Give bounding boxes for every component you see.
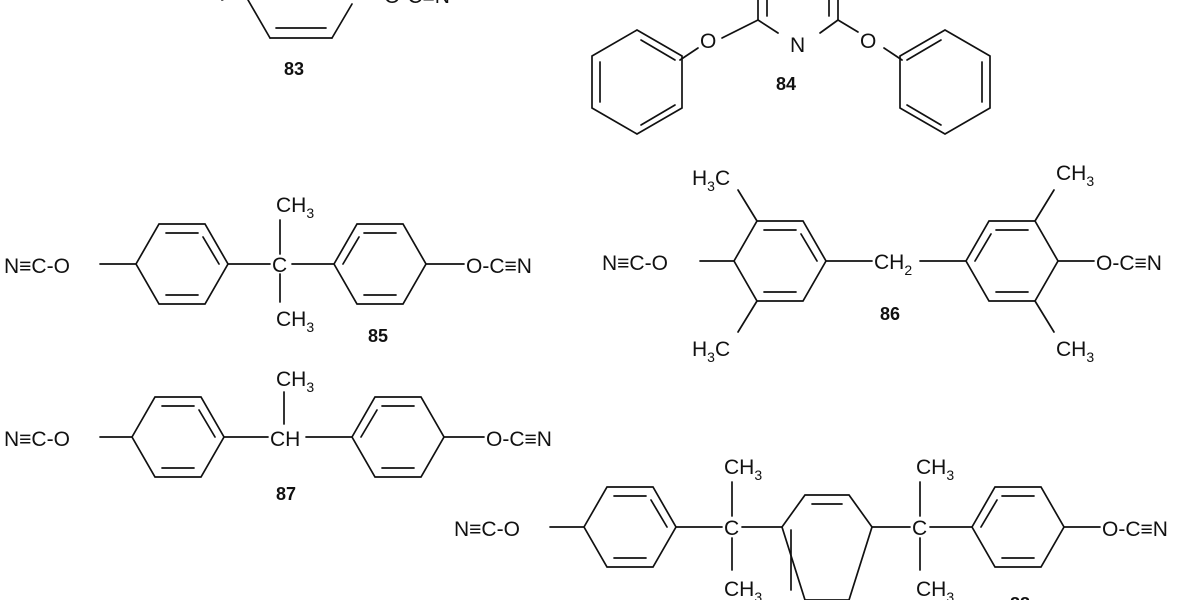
compound-86-methyl-top-right: CH3 (1056, 162, 1094, 189)
compound-85-left-cyanate: N≡C-O (4, 255, 70, 278)
compound-87-label: 87 (276, 484, 296, 504)
compound-88-central-ring (781, 494, 873, 600)
compound-88-ring-left (583, 486, 677, 568)
compound-88-right-cyanate: O-C≡N (1102, 518, 1168, 541)
compound-88-left-cyanate: N≡C-O (454, 518, 520, 541)
compound-83: O-C≡N 83 (221, 0, 450, 79)
compound-88-ring-right (971, 486, 1065, 568)
compound-84: N O O 84 (591, 0, 991, 135)
compound-84-ether-oxygen-right: O (860, 30, 876, 53)
compound-84-phenyl-left (591, 29, 683, 135)
compound-86-left-cyanate: N≡C-O (602, 252, 668, 275)
compound-88-quaternary-carbon-left: C (724, 517, 739, 540)
compound-83-benzene-ring (221, 0, 353, 39)
compound-88-methyl-bottom-left: CH3 (724, 578, 762, 600)
compound-87: N≡C-O CH CH3 O-C≡N 87 (4, 368, 552, 504)
compound-85-right-cyanate: O-C≡N (466, 255, 532, 278)
compound-88-label: 88 (1010, 594, 1030, 600)
compound-87-methine-carbon: CH (270, 428, 300, 451)
compound-83-label: 83 (284, 59, 304, 79)
compound-88-methyl-bottom-right: CH3 (916, 578, 954, 600)
compound-86: N≡C-O H3C H3C CH2 CH3 CH3 O-C≡N 86 (602, 162, 1162, 365)
compound-86-methylene-bridge: CH2 (874, 251, 912, 278)
compound-84-phenyl-right (899, 29, 991, 135)
compound-86-ring-right (965, 220, 1059, 302)
compound-83-ocn-fragment: O-C≡N (384, 0, 450, 8)
compound-84-triazine-ring (757, 0, 839, 34)
compound-84-ring-nitrogen: N (790, 34, 805, 57)
compound-85-methyl-top: CH3 (276, 194, 314, 221)
compound-84-ether-oxygen-left: O (700, 30, 716, 53)
compound-88-methyl-top-left: CH3 (724, 456, 762, 483)
compound-84-label: 84 (776, 74, 796, 94)
compound-87-ring-right (351, 396, 445, 478)
compound-86-methyl-bottom-left: H3C (692, 338, 730, 365)
compound-87-left-cyanate: N≡C-O (4, 428, 70, 451)
compound-87-ring-left (131, 396, 225, 478)
compound-86-methyl-bottom-right: CH3 (1056, 338, 1094, 365)
compound-85: N≡C-O C CH3 CH3 O-C≡N 85 (4, 194, 532, 346)
compound-87-right-cyanate: O-C≡N (486, 428, 552, 451)
compound-85-quaternary-carbon: C (272, 254, 287, 277)
compound-86-right-cyanate: O-C≡N (1096, 252, 1162, 275)
compound-88-methyl-top-right: CH3 (916, 456, 954, 483)
compound-85-label: 85 (368, 326, 388, 346)
compound-85-ring-right (333, 223, 427, 305)
compound-86-label: 86 (880, 304, 900, 324)
compound-86-methyl-top-left: H3C (692, 167, 730, 194)
compound-85-ring-left (135, 223, 229, 305)
compound-88-quaternary-carbon-right: C (912, 517, 927, 540)
compound-87-methyl: CH3 (276, 368, 314, 395)
compound-86-ring-left (733, 220, 827, 302)
compound-85-methyl-bottom: CH3 (276, 308, 314, 335)
compound-88: N≡C-O C CH3 CH3 C CH3 CH3 (454, 456, 1168, 600)
